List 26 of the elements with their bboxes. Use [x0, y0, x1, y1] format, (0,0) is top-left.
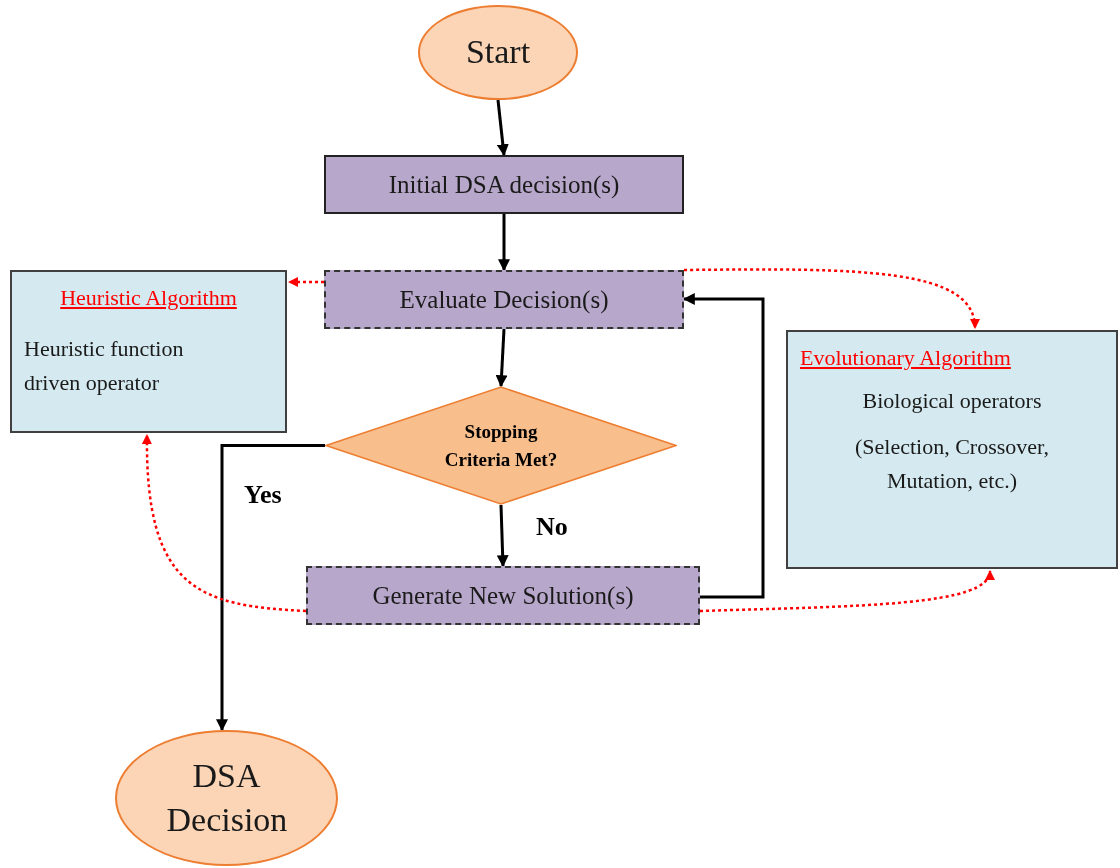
process-box [324, 270, 684, 329]
heading: Heuristic Algorithm [60, 284, 237, 312]
description: Heuristic function driven operator [24, 334, 185, 397]
arrow [498, 214, 510, 272]
arrow [496, 99, 509, 157]
arrow [699, 570, 992, 613]
node-label: Evaluate Decision(s) [399, 284, 609, 316]
arrow [216, 444, 325, 732]
algorithm-box [10, 270, 287, 433]
arrow [684, 268, 979, 329]
heading: Evolutionary Algorithm [800, 344, 1011, 372]
process-box [324, 155, 684, 214]
node-label: DSA Decision [166, 755, 287, 840]
algorithm-box [786, 330, 1118, 569]
node-label: Start [465, 32, 531, 73]
arrow [142, 434, 307, 613]
node-label: Initial DSA decision(s) [388, 169, 620, 201]
arrow [288, 277, 324, 287]
description: Biological operators [861, 386, 1043, 415]
description: (Selection, Crossover, Mutation, etc.) [854, 432, 1050, 495]
process-box [306, 566, 700, 625]
node-label: Generate New Solution(s) [372, 580, 634, 612]
node-label: Stopping Criteria Met? [443, 419, 559, 472]
arrow [496, 504, 509, 568]
decision-diamond [325, 386, 677, 505]
arrow [495, 328, 508, 388]
